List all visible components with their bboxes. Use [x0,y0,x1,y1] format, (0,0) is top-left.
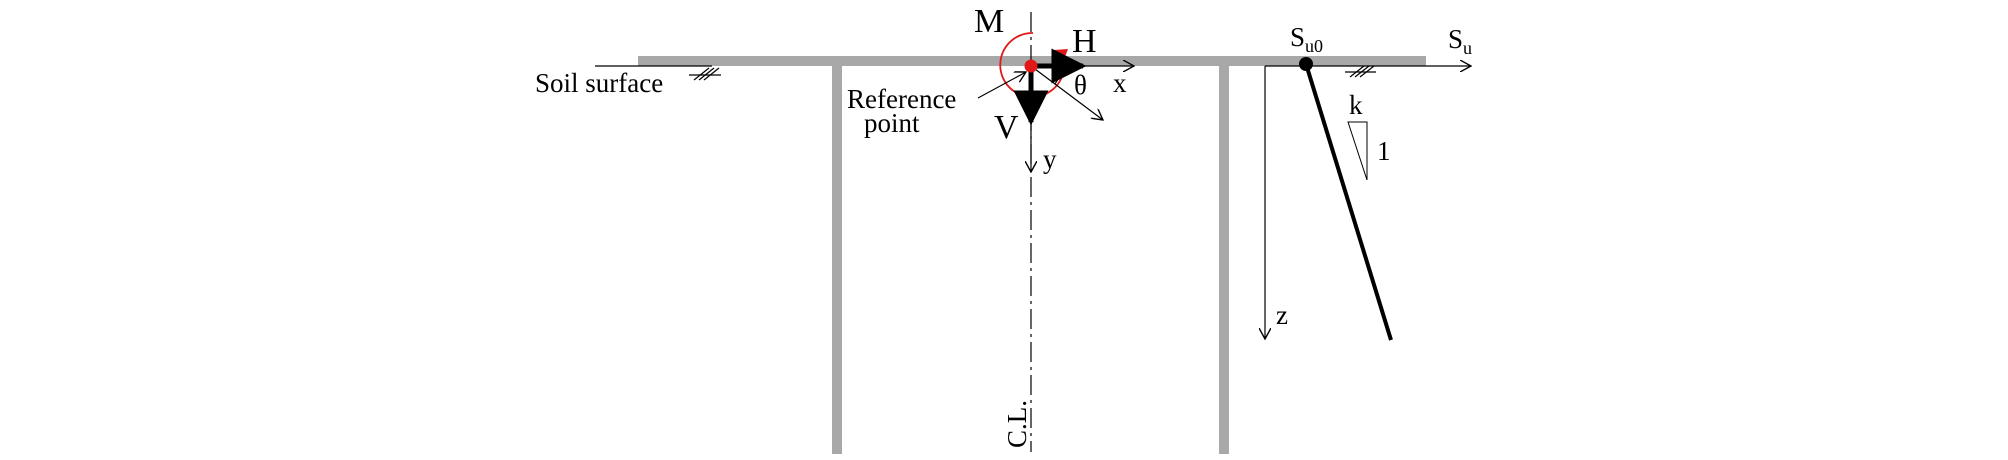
right-skirt [1219,62,1229,454]
depth-axis-label: z [1276,300,1288,330]
su0-label-sub: u0 [1305,36,1323,56]
gradient-one-label: 1 [1377,136,1391,166]
su-label-sub: u [1463,38,1472,58]
su0-label: Su0 [1290,22,1323,56]
rotation-label: θ [1074,70,1087,100]
x-axis-label: x [1113,68,1127,98]
reference-point-label-line2: point [864,108,920,138]
gradient-k-label: k [1349,90,1363,120]
strength-profile-line [1304,63,1393,341]
soil-hatch-icon [689,67,721,81]
reference-point-leader [977,72,1026,99]
horizontal-load-label: H [1072,23,1097,60]
rotation-angle-arc [1054,65,1062,85]
y-axis-label: y [1043,144,1057,174]
soil-surface-label: Soil surface [535,68,663,98]
vertical-load-label: V [994,109,1019,146]
profile-hatch-icon [1345,65,1376,78]
reference-point-label-line1: Reference [847,84,956,114]
su-label: Su [1448,24,1472,58]
su0-label-main: S [1290,22,1305,52]
su0-point [1299,57,1313,71]
su-label-main: S [1448,24,1463,54]
gradient-triangle [1347,121,1368,181]
left-skirt [832,62,842,454]
moment-label: M [974,3,1004,40]
centre-line-label: C.L. [1002,400,1032,448]
rotated-axis-arrow [1030,65,1103,120]
reference-point-dot [1024,59,1038,73]
